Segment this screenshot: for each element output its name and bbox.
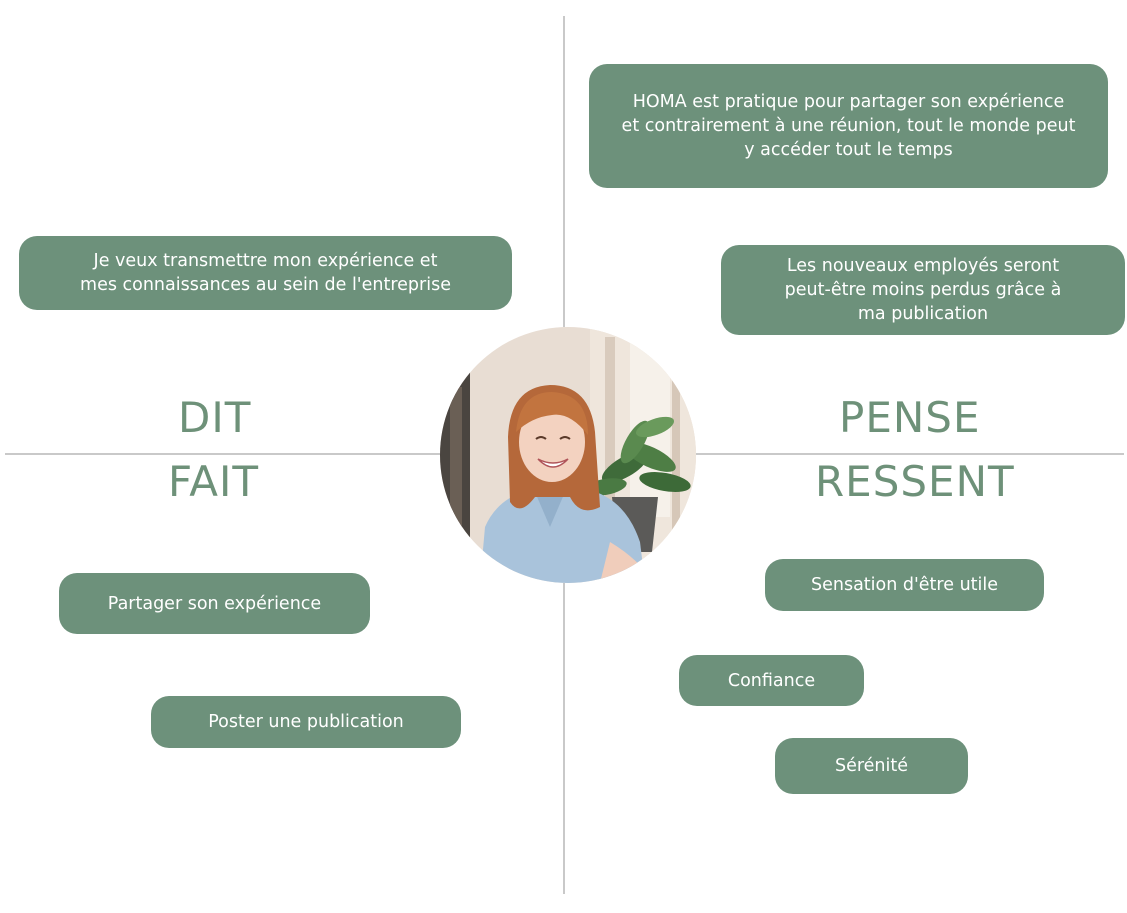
- bubble-ressent-utile: Sensation d'être utile: [765, 559, 1044, 611]
- bubble-pense-homa: HOMA est pratique pour partager son expé…: [589, 64, 1108, 188]
- quadrant-label-dit: DIT: [178, 393, 252, 442]
- quadrant-label-pense: PENSE: [839, 393, 981, 442]
- bubble-pense-nouveaux-employes: Les nouveaux employés seront peut-être m…: [721, 245, 1125, 335]
- persona-photo: [440, 327, 696, 583]
- person-photo-icon: [440, 327, 696, 583]
- bubble-ressent-serenite: Sérénité: [775, 738, 968, 794]
- bubble-ressent-confiance: Confiance: [679, 655, 864, 706]
- bubble-dit-transmettre: Je veux transmettre mon expérience et me…: [19, 236, 512, 310]
- bubble-fait-poster: Poster une publication: [151, 696, 461, 748]
- quadrant-label-fait: FAIT: [168, 457, 260, 506]
- quadrant-label-ressent: RESSENT: [815, 457, 1015, 506]
- bubble-fait-partager: Partager son expérience: [59, 573, 370, 634]
